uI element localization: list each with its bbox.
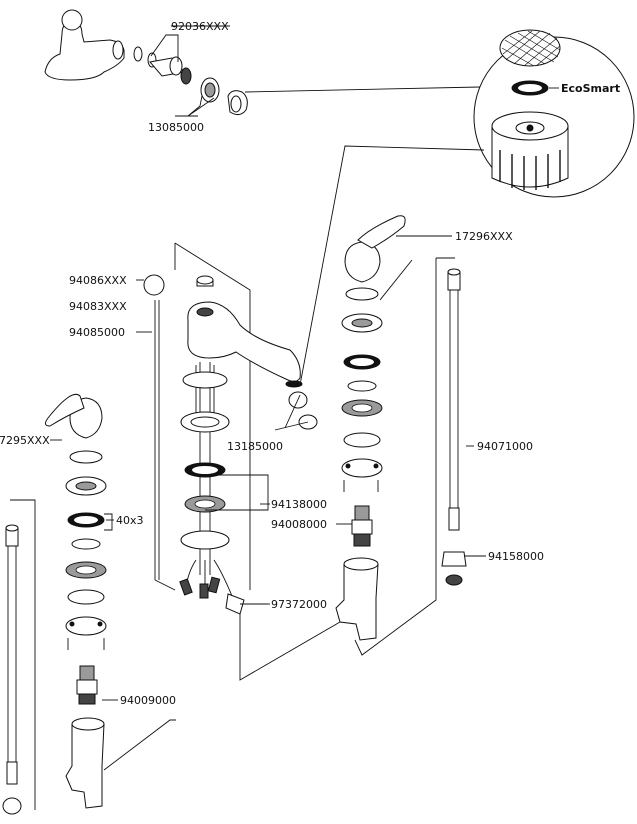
left-supply-hose	[2, 499, 36, 815]
label-94009000: 94009000	[120, 694, 176, 707]
label-40x3: 40x3	[116, 514, 144, 527]
part-labels: 92036XXX 13085000 EcoSmart 17296XXX 9408…	[0, 20, 620, 707]
label-97372000: 97372000	[271, 598, 327, 611]
label-94138000: 94138000	[271, 498, 327, 511]
label-17295xxx: 17295XXX	[0, 434, 50, 447]
label-94158000: 94158000	[488, 550, 544, 563]
label-94085000: 94085000	[69, 326, 125, 339]
label-94008000: 94008000	[271, 518, 327, 531]
right-supply-hose	[441, 268, 486, 586]
lift-rod	[136, 274, 176, 591]
label-94086xxx: 94086XXX	[69, 274, 127, 287]
label-17296xxx: 17296XXX	[455, 230, 513, 243]
label-94071000: 94071000	[477, 440, 533, 453]
right-handle-stack	[239, 215, 455, 681]
ecosmart-callout	[299, 29, 635, 386]
label-leaders	[106, 503, 270, 605]
left-handle-stack	[44, 393, 176, 809]
label-92036xxx: 92036XXX	[171, 20, 229, 33]
label-94083xxx: 94083XXX	[69, 300, 127, 313]
label-13085000: 13085000	[148, 121, 204, 134]
spout-assembly	[174, 242, 318, 615]
label-13185000: 13185000	[227, 440, 283, 453]
pop-up-assembly	[44, 9, 481, 117]
label-ecosmart: EcoSmart	[561, 82, 620, 95]
